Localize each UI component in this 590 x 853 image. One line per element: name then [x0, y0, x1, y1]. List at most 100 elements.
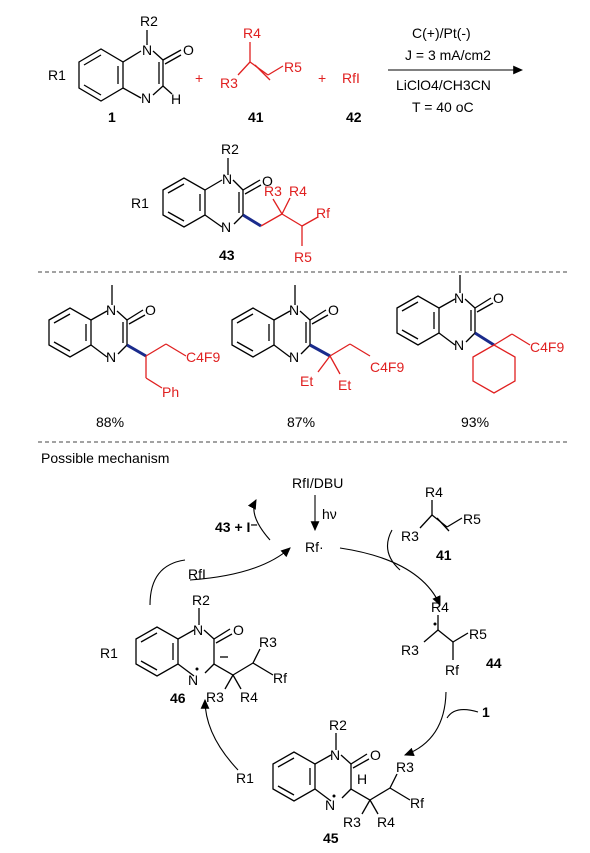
group-et-1: Et — [300, 373, 313, 389]
label-compound-41: 41 — [436, 547, 452, 563]
arrow-41-in — [386, 529, 401, 571]
atom-n4: N — [325, 797, 335, 813]
rf-radical: Rf· — [305, 539, 324, 555]
yield-example-3: 93% — [461, 414, 489, 430]
example-product-3: N N O C4F9 93% — [396, 275, 564, 430]
atom-n1: N — [106, 302, 116, 318]
arrow-radical-to-44 — [339, 547, 441, 607]
atom-h: H — [171, 91, 181, 107]
atom-r5: R5 — [284, 59, 302, 75]
atom-r4: R4 — [431, 599, 449, 615]
plus-sign-2: + — [318, 70, 326, 86]
mechanism-compound-41: R4 R3 R5 41 — [401, 484, 481, 563]
atom-r3: R3 — [220, 75, 238, 91]
condition-temperature: T = 40 oC — [412, 99, 474, 115]
example-product-1: N N O C4F9 Ph 88% — [48, 285, 220, 430]
label-compound-42: 42 — [346, 109, 362, 125]
atom-n1: N — [142, 42, 152, 58]
reagent-rfi: RfI — [342, 70, 360, 86]
mechanism-initiator: RfI/DBU — [292, 475, 343, 491]
atom-r5: R5 — [463, 511, 481, 527]
label-intermediate-44: 44 — [486, 655, 502, 671]
label-compound-41: 41 — [248, 109, 264, 125]
label-intermediate-45: 45 — [323, 830, 339, 846]
group-c4f9: C4F9 — [370, 359, 404, 375]
intermediate-44: R4 R3 R5 Rf 44 — [401, 599, 502, 678]
atom-r3-a: R3 — [396, 759, 414, 775]
atom-rf: Rf — [273, 670, 287, 686]
group-et-2: Et — [338, 377, 351, 393]
intermediate-46: N N O R2 R1 R3 R3 R4 Rf 46 — [100, 592, 287, 706]
atom-r2: R2 — [329, 717, 347, 733]
atom-n1: N — [193, 622, 203, 638]
atom-r3: R3 — [401, 642, 419, 658]
substrate-1: 1 — [482, 704, 490, 720]
atom-n1: N — [289, 302, 299, 318]
atom-o: O — [493, 290, 504, 306]
example-product-2: N N O C4F9 Et Et 87% — [231, 285, 404, 430]
arrow-1-in — [446, 709, 479, 719]
atom-o: O — [370, 747, 381, 763]
mechanism-title: Possible mechanism — [41, 450, 169, 466]
intermediate-45: N N O H R2 R1 R3 R3 R4 Rf 45 — [236, 717, 424, 846]
product-release: 43 + I⁻ — [215, 519, 258, 535]
label-compound-1: 1 — [108, 109, 116, 125]
atom-r4: R4 — [240, 689, 258, 705]
atom-r1: R1 — [100, 645, 118, 661]
group-c4f9: C4F9 — [186, 349, 220, 365]
condition-current-density: J = 3 mA/cm2 — [405, 47, 491, 63]
atom-r2: R2 — [221, 141, 239, 157]
atom-r3: R3 — [264, 183, 282, 199]
atom-o: O — [328, 302, 339, 318]
group-ph: Ph — [162, 384, 179, 400]
atom-r4: R4 — [425, 484, 443, 500]
atom-r3-b: R3 — [343, 814, 361, 830]
atom-r2: R2 — [192, 592, 210, 608]
atom-r4: R4 — [377, 814, 395, 830]
atom-r1: R1 — [236, 770, 254, 786]
arrow-rfi-to-radical — [189, 547, 291, 581]
atom-n4: N — [141, 90, 151, 106]
atom-n4: N — [221, 219, 231, 235]
atom-r2: R2 — [140, 13, 158, 29]
atom-n4: N — [106, 349, 116, 365]
reagent-rfi: RfI — [188, 566, 206, 582]
atom-r3-b: R3 — [206, 689, 224, 705]
group-c4f9: C4F9 — [530, 339, 564, 355]
label-compound-43: 43 — [219, 247, 235, 263]
atom-rf: Rf — [445, 662, 459, 678]
atom-o: O — [233, 622, 244, 638]
atom-r3-a: R3 — [259, 634, 277, 650]
atom-n1: N — [330, 747, 340, 763]
atom-o: O — [145, 302, 156, 318]
light-label: hν — [322, 506, 337, 522]
label-intermediate-46: 46 — [170, 690, 186, 706]
arrow-44-to-45 — [403, 691, 447, 757]
compound-43: N N O R2 R1 R3 R4 Rf R5 43 — [131, 141, 330, 265]
arrow-46-up — [149, 559, 186, 606]
atom-n4: N — [289, 349, 299, 365]
compound-41: R4 R3 R5 41 — [220, 25, 302, 125]
atom-o: O — [262, 173, 273, 189]
atom-o: O — [183, 42, 194, 58]
plus-sign-1: + — [195, 70, 203, 86]
atom-r3: R3 — [401, 528, 419, 544]
atom-n4: N — [188, 672, 198, 688]
yield-example-1: 88% — [96, 414, 124, 430]
atom-n1: N — [454, 290, 464, 306]
atom-rf: Rf — [316, 205, 330, 221]
atom-r5: R5 — [294, 249, 312, 265]
atom-r5: R5 — [469, 626, 487, 642]
yield-example-2: 87% — [287, 414, 315, 430]
atom-h: H — [357, 771, 367, 787]
atom-rf: Rf — [410, 795, 424, 811]
atom-r4: R4 — [289, 183, 307, 199]
arrow-45-to-46 — [200, 698, 239, 771]
atom-n4: N — [454, 337, 464, 353]
condition-electrolyte: LiClO4/CH3CN — [396, 77, 491, 93]
atom-r1: R1 — [48, 67, 66, 83]
arrow-to-product — [247, 499, 271, 541]
compound-1: N N O H R2 R1 1 — [48, 13, 194, 125]
